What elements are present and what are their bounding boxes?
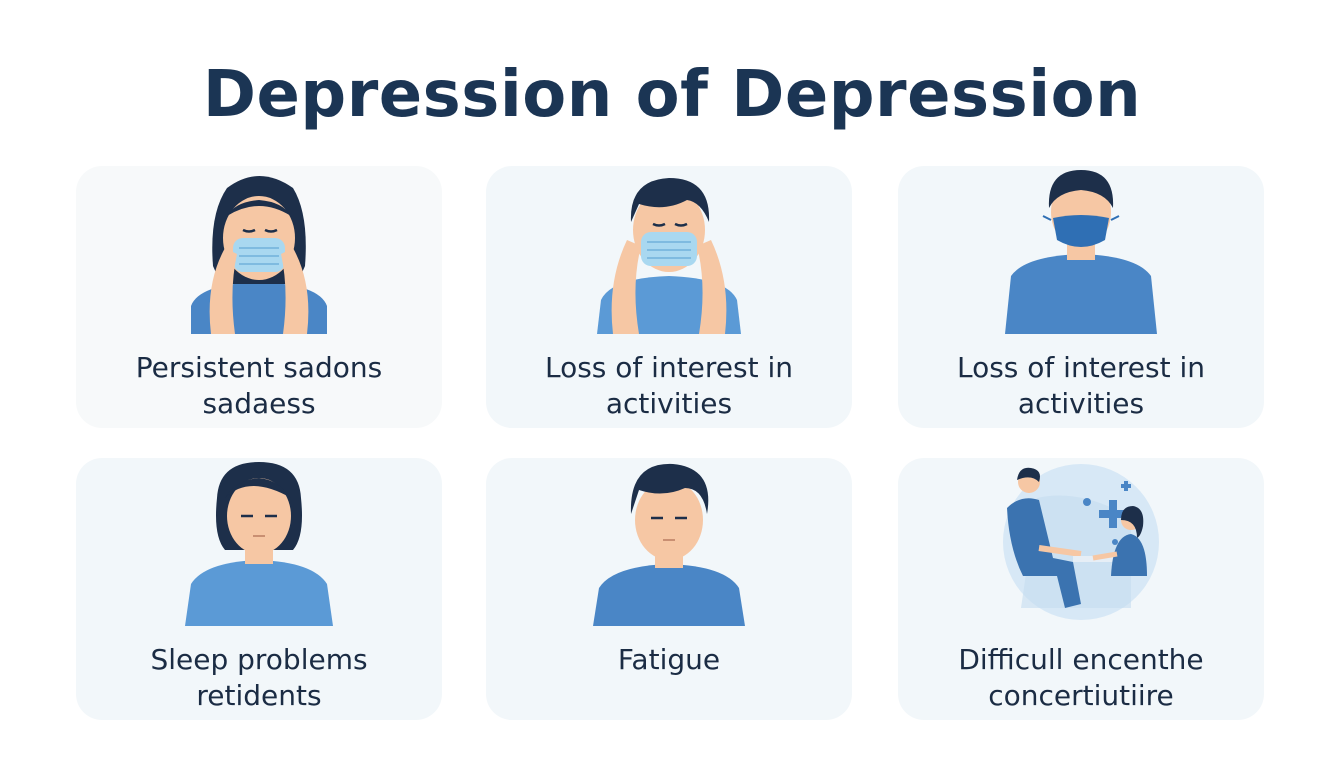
tired-man-icon [593,463,745,626]
symptom-card-sleep-problems: Sleep problems retidents [76,458,442,720]
woman-eyes-closed-icon [185,462,333,626]
symptom-card-persistent-sadness: Persistent sadons sadaess [76,166,442,428]
page-title: Depression of Depression [202,58,1142,132]
person-with-mask-icon [1005,170,1157,334]
symptom-card-fatigue: Fatigue [486,458,852,720]
symptom-label: Loss of interest in activities [544,351,794,420]
symptom-label: Fatigue [617,643,721,676]
therapy-session-icon [1003,464,1159,620]
symptom-label: Loss of interest in activities [956,351,1206,420]
symptom-label: Persistent sadons sadaess [135,351,383,420]
symptom-label: Difficull encenthe concertiutiire [958,643,1204,712]
woman-with-mask-icon [191,176,327,334]
symptom-card-difficulty-concentrating: Difficull encenthe concertiutiire [898,458,1264,720]
symptom-label: Sleep problems retidents [150,643,368,712]
symptom-card-loss-of-interest-2: Loss of interest in activities [898,166,1264,428]
symptom-card-loss-of-interest: Loss of interest in activities [486,166,852,428]
man-with-mask-icon [597,178,741,334]
